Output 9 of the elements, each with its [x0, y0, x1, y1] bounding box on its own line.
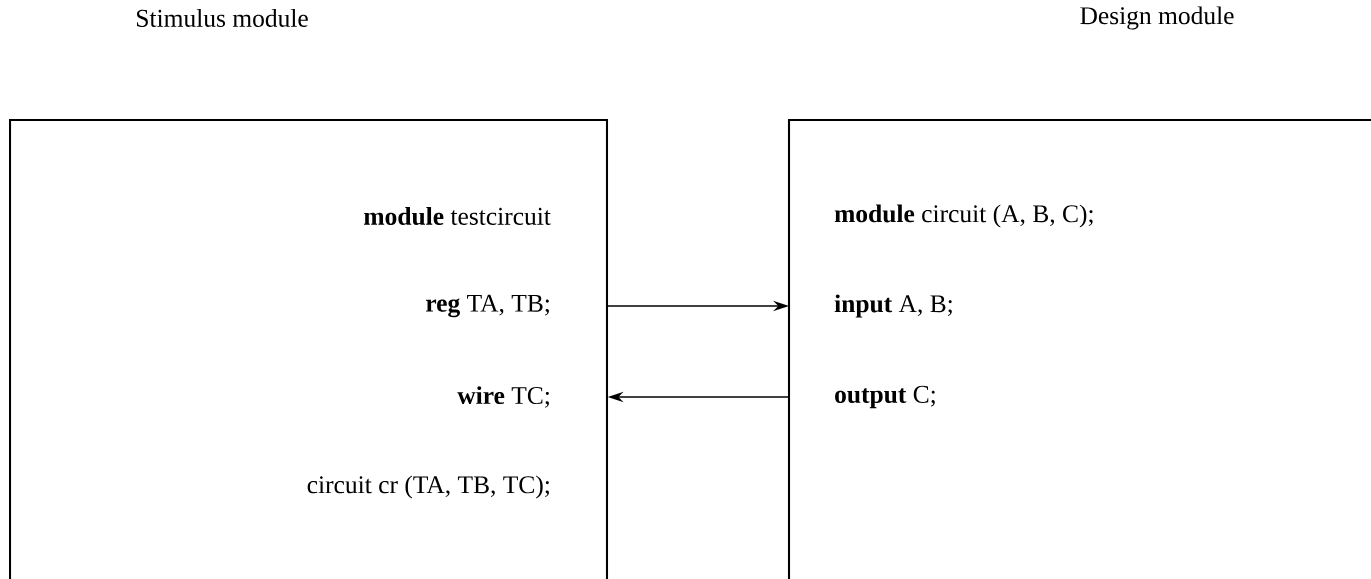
- code-line: wire TC;: [457, 386, 549, 408]
- box-heading: Design module: [1080, 6, 1234, 30]
- code-line: reg TA, TB;: [426, 294, 549, 318]
- code-line: module circuit (A, B, C);: [834, 204, 1093, 228]
- code-line: circuit cr (TA, TB, TC);: [307, 475, 549, 499]
- code-line: output C;: [835, 385, 935, 409]
- code-line: module testcircuit: [364, 207, 551, 225]
- code-line: input A, B;: [834, 294, 952, 318]
- box-heading: Stimulus module: [137, 9, 308, 27]
